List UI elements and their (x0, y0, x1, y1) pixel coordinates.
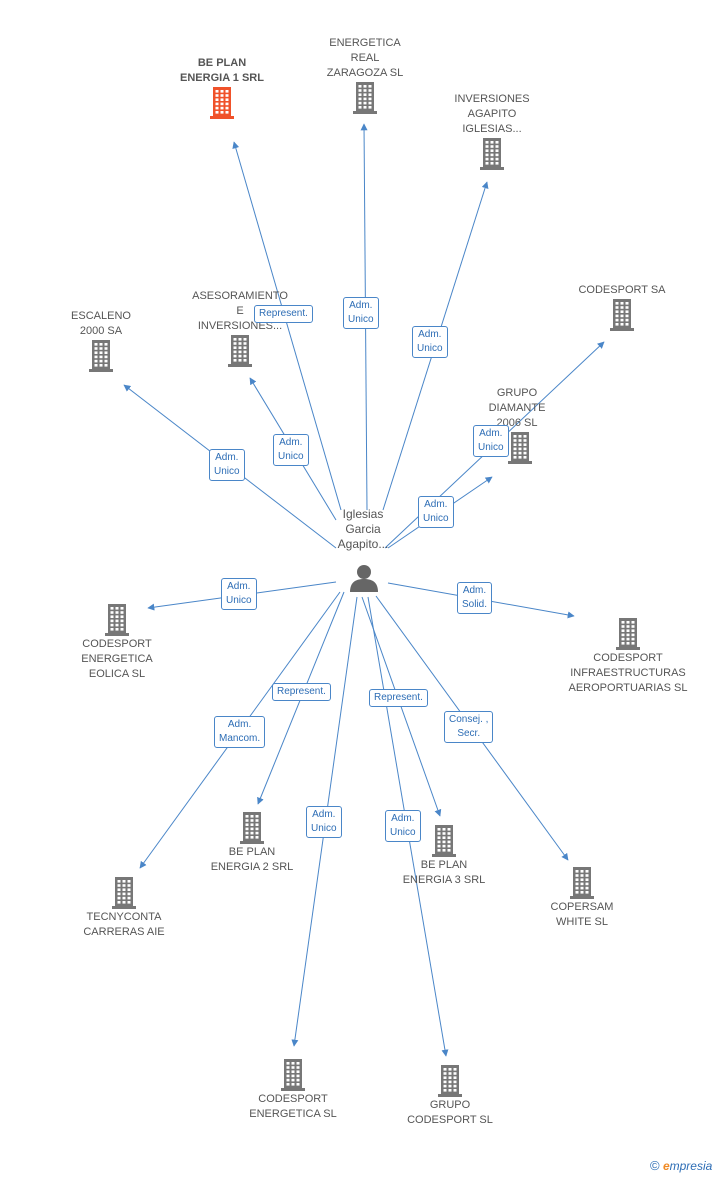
building-icon (504, 431, 582, 465)
role-badge[interactable]: Consej. , Secr. (444, 711, 494, 743)
company-node-tecnyconta-carreras[interactable]: TECNYCONTA CARRERAS AIE (59, 876, 189, 940)
company-node-grupo-codesport[interactable]: GRUPO CODESPORT SL (385, 1064, 515, 1128)
company-node-codesport-energetica-eolica[interactable]: CODESPORT ENERGETICA EOLICA SL (52, 603, 182, 682)
company-label: CODESPORT INFRAESTRUCTURAS AEROPORTUARIA… (568, 652, 688, 694)
company-node-copersam-white[interactable]: COPERSAM WHITE SL (517, 866, 647, 930)
company-label: GRUPO DIAMANTE 2006 SL (488, 387, 546, 429)
building-icon (175, 334, 305, 368)
building-icon (300, 81, 430, 115)
building-icon (59, 876, 189, 910)
company-label: ENERGETICA REAL ZARAGOZA SL (326, 37, 404, 79)
relationship-edge (232, 141, 342, 511)
company-node-codesport-sa[interactable]: CODESPORT SA (557, 283, 687, 332)
building-icon (557, 298, 687, 332)
company-label: CODESPORT SA (578, 284, 666, 296)
company-label: TECNYCONTA CARRERAS AIE (83, 911, 165, 938)
company-node-asesoramiento-inversiones[interactable]: ASESORAMIENTO E INVERSIONES... (175, 289, 305, 368)
building-icon (187, 811, 317, 845)
building-icon (427, 137, 557, 171)
role-badge[interactable]: Adm. Unico (473, 425, 509, 457)
company-node-codesport-infraestructuras[interactable]: CODESPORT INFRAESTRUCTURAS AEROPORTUARIA… (563, 617, 693, 696)
brand-initial: e (662, 1159, 670, 1173)
role-badge[interactable]: Adm. Solid. (457, 582, 493, 614)
building-icon (563, 617, 693, 651)
role-badge[interactable]: Adm. Unico (273, 434, 309, 466)
person-name[interactable]: Iglesias Garcia Agapito... (337, 507, 389, 551)
company-node-inversiones-agapito[interactable]: INVERSIONES AGAPITO IGLESIAS... (427, 92, 557, 171)
person-icon[interactable] (348, 562, 380, 594)
company-label: INVERSIONES AGAPITO IGLESIAS... (454, 93, 530, 135)
building-icon (379, 824, 509, 858)
company-node-be-plan-energia-3[interactable]: BE PLAN ENERGIA 3 SRL (379, 824, 509, 888)
role-badge[interactable]: Adm. Unico (412, 326, 448, 358)
company-node-escaleno-2000[interactable]: ESCALENO 2000 SA (36, 309, 166, 373)
role-badge[interactable]: Adm. Unico (221, 578, 257, 610)
company-label: ESCALENO 2000 SA (71, 310, 131, 337)
role-badge[interactable]: Represent. (254, 305, 313, 323)
company-label: BE PLAN ENERGIA 1 SRL (180, 57, 264, 84)
company-node-be-plan-energia-2[interactable]: BE PLAN ENERGIA 2 SRL (187, 811, 317, 875)
company-label: COPERSAM WHITE SL (550, 901, 614, 928)
role-badge[interactable]: Adm. Unico (306, 806, 342, 838)
role-badge[interactable]: Represent. (369, 689, 428, 707)
role-badge[interactable]: Adm. Unico (418, 496, 454, 528)
company-node-codesport-energetica[interactable]: CODESPORT ENERGETICA SL (228, 1058, 358, 1122)
company-node-be-plan-energia-1[interactable]: BE PLAN ENERGIA 1 SRL (157, 56, 287, 120)
footer-brand[interactable]: © empresia (650, 1158, 712, 1173)
building-icon (157, 86, 287, 120)
building-icon (36, 339, 166, 373)
brand-name: mpresia (669, 1159, 713, 1173)
role-badge[interactable]: Represent. (272, 683, 331, 701)
company-node-grupo-diamante-2006[interactable]: GRUPO DIAMANTE 2006 SL (452, 386, 582, 465)
company-label: BE PLAN ENERGIA 2 SRL (210, 846, 294, 873)
company-label: CODESPORT ENERGETICA EOLICA SL (81, 638, 153, 680)
role-badge[interactable]: Adm. Unico (343, 297, 379, 329)
role-badge[interactable]: Adm. Unico (385, 810, 421, 842)
company-label: ASESORAMIENTO E INVERSIONES... (192, 290, 288, 332)
company-label: CODESPORT ENERGETICA SL (249, 1093, 337, 1120)
building-icon (228, 1058, 358, 1092)
building-icon (52, 603, 182, 637)
building-icon (517, 866, 647, 900)
company-label: BE PLAN ENERGIA 3 SRL (402, 859, 486, 886)
copyright-symbol: © (650, 1158, 660, 1173)
company-label: GRUPO CODESPORT SL (407, 1099, 493, 1126)
company-node-energetica-real-zaragoza[interactable]: ENERGETICA REAL ZARAGOZA SL (300, 36, 430, 115)
role-badge[interactable]: Adm. Unico (209, 449, 245, 481)
building-icon (385, 1064, 515, 1098)
role-badge[interactable]: Adm. Mancom. (214, 716, 266, 748)
